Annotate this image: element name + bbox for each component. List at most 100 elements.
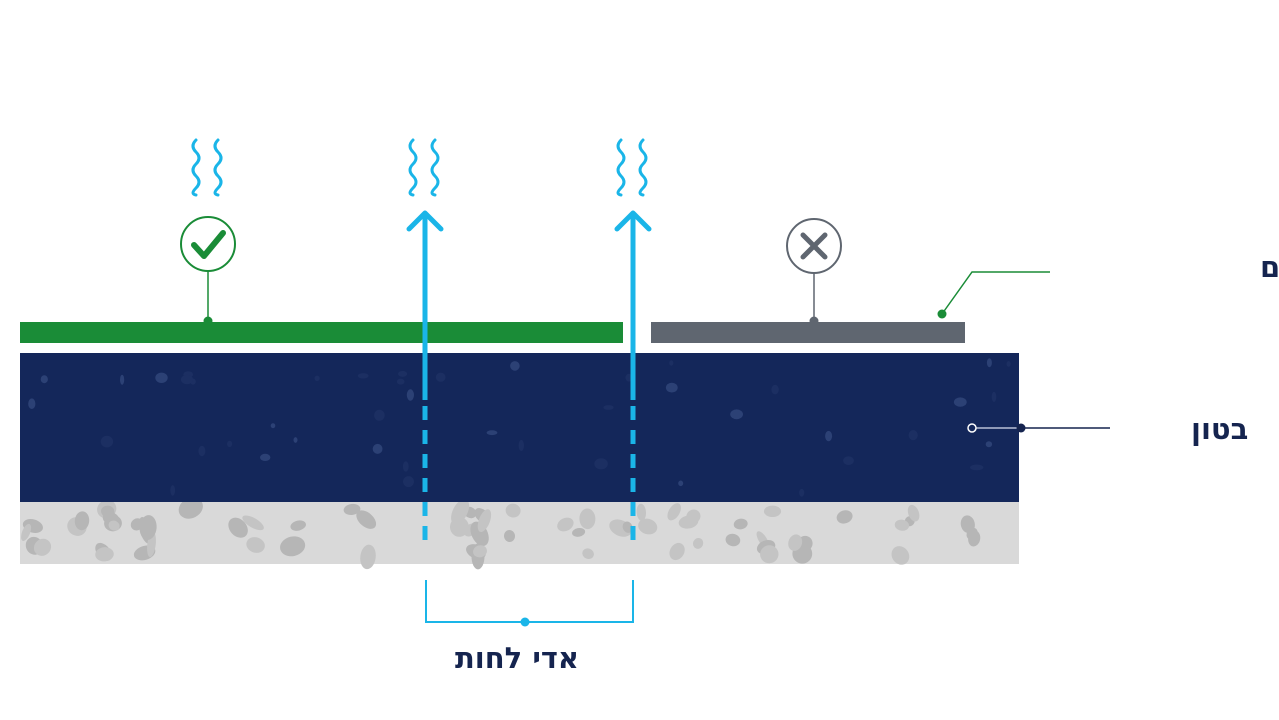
concrete-speck	[402, 461, 409, 472]
gravel-stone	[74, 511, 90, 531]
concrete-speck	[985, 441, 993, 448]
gravel-stone	[242, 515, 264, 531]
concrete-speck	[953, 397, 967, 407]
gravel-stone	[503, 530, 516, 542]
check-icon	[191, 230, 226, 259]
gravel-stone	[836, 510, 853, 524]
gravel-stone	[477, 509, 492, 532]
gravel-stone	[638, 518, 658, 535]
concrete-speck	[669, 360, 674, 366]
concrete-speck	[678, 480, 684, 487]
gravel-stone	[130, 518, 144, 531]
concrete-speck	[314, 375, 320, 381]
concrete-speck	[970, 464, 984, 471]
concrete-speck	[120, 374, 125, 385]
concrete-speck	[227, 440, 233, 448]
concrete-speck	[398, 370, 408, 377]
gravel-stone	[21, 523, 32, 541]
concrete-layer	[20, 353, 1019, 502]
gravel-stone	[579, 508, 596, 530]
concrete-speck	[155, 372, 168, 383]
gravel-stone	[343, 503, 361, 515]
concrete-speck	[1006, 361, 1011, 367]
vapor-bracket	[425, 580, 634, 627]
gravel-stone	[907, 504, 920, 522]
concrete-speck	[260, 453, 271, 461]
gravel-stone	[505, 503, 521, 518]
gravel-stone	[622, 521, 633, 533]
gravel-stone	[356, 510, 377, 529]
gravel-stone	[582, 548, 594, 559]
concrete-speck	[372, 443, 383, 454]
vapor-arrow-left	[406, 210, 444, 540]
gravel-stone	[725, 533, 741, 547]
gravel-stone	[246, 537, 265, 553]
concrete-leader	[967, 423, 1110, 433]
vapor-waves-center-icon	[408, 138, 440, 197]
gravel-stone	[451, 499, 470, 525]
concrete-speck	[100, 435, 114, 448]
gravel-stone	[692, 537, 704, 549]
regular-coating-layer	[651, 322, 965, 343]
primer-leader	[937, 271, 1050, 319]
gravel-stone	[557, 517, 574, 532]
gravel-stone	[290, 520, 306, 531]
concrete-speck	[406, 389, 414, 401]
gravel-stone	[360, 544, 376, 570]
concrete-speck	[40, 375, 48, 384]
concrete-speck	[665, 382, 678, 393]
concrete-speck	[28, 398, 36, 410]
concrete-speck	[270, 423, 276, 429]
blocking-primer-layer	[20, 322, 623, 343]
gravel-stone	[95, 547, 114, 562]
x-indicator	[786, 218, 842, 326]
concrete-speck	[908, 430, 918, 441]
gravel-stone	[686, 509, 701, 524]
gravel-stone	[139, 515, 157, 540]
concrete-speck	[603, 405, 614, 410]
gravel-stone	[760, 545, 779, 564]
concrete-speck	[730, 409, 743, 420]
gravel-stone	[572, 527, 586, 537]
concrete-speck	[198, 445, 206, 457]
gravel-stone	[178, 497, 203, 519]
x-icon	[800, 232, 828, 260]
concrete-speck	[170, 485, 176, 496]
concrete-speck	[180, 374, 194, 385]
concrete-speck	[625, 373, 633, 382]
concrete-speck	[357, 373, 369, 379]
vapor-label: אדי לחות	[455, 641, 579, 675]
concrete-speck	[799, 488, 805, 497]
concrete-label: בטון	[1191, 412, 1248, 446]
vapor-waves-left-icon	[191, 138, 223, 197]
concrete-speck	[510, 361, 520, 371]
gravel-stone	[108, 520, 120, 531]
concrete-speck	[486, 430, 498, 436]
gravel-stone	[894, 519, 910, 531]
concrete-speck	[435, 372, 446, 382]
concrete-speck	[594, 458, 608, 470]
gravel-stone	[667, 503, 681, 521]
gravel-base-layer	[20, 497, 1019, 570]
gravel-stone	[788, 534, 803, 551]
check-indicator	[180, 216, 236, 326]
concrete-speck	[986, 358, 992, 368]
concrete-speck	[396, 378, 405, 385]
concrete-speck	[825, 430, 833, 442]
gravel-stone	[473, 545, 487, 558]
vapor-waves-right-icon	[616, 138, 648, 197]
primer-label: פריימר חוסם	[1260, 250, 1279, 284]
gravel-stone	[636, 503, 647, 521]
concrete-speck	[403, 476, 414, 488]
concrete-speck	[991, 391, 997, 402]
gravel-stone	[968, 530, 981, 547]
gravel-stone	[669, 542, 685, 561]
gravel-stone	[763, 505, 782, 517]
concrete-speck	[771, 384, 779, 395]
concrete-speck	[518, 439, 524, 452]
gravel-stone	[33, 538, 52, 556]
gravel-stone	[891, 546, 910, 565]
concrete-speck	[843, 456, 854, 465]
gravel-stone	[733, 518, 748, 530]
